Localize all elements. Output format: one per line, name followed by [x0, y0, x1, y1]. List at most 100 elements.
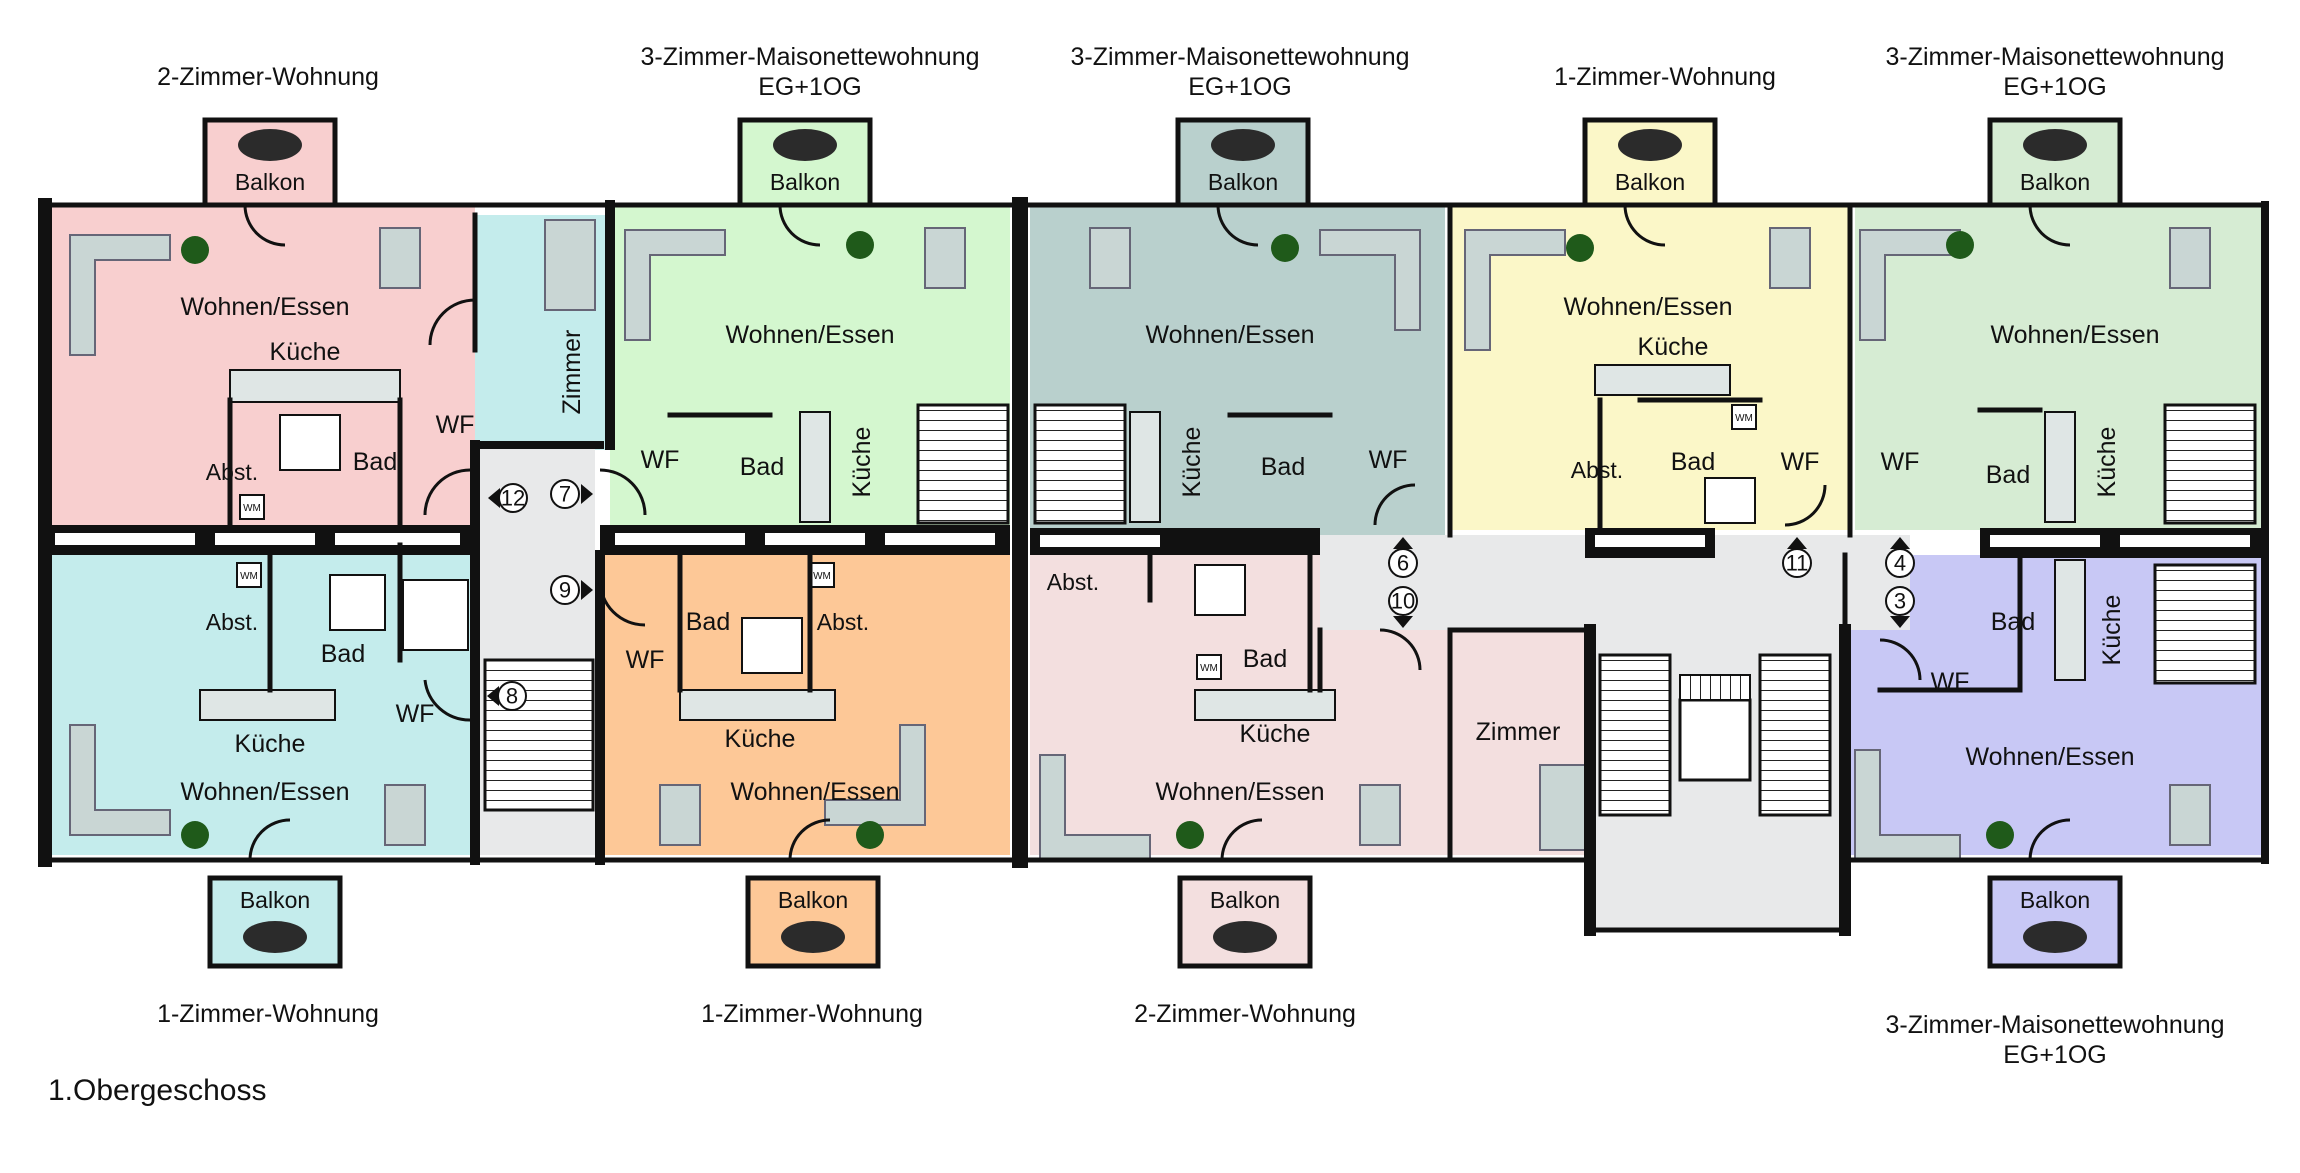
kitchen-counters	[199, 364, 2086, 721]
shower	[1194, 564, 1246, 616]
room-label-bad: Bad	[1991, 608, 2035, 636]
door-arc	[788, 818, 831, 861]
wm	[239, 494, 265, 520]
unit-titles: 2-Zimmer-Wohnung 3-Zimmer-Maisonettewohn…	[157, 43, 2224, 1069]
room-label-bad: Bad	[321, 640, 365, 668]
stair-core-top	[1679, 674, 1751, 701]
counter	[1594, 364, 1731, 396]
room-label-wf: WF	[396, 700, 435, 728]
plant-icon	[1946, 231, 1974, 259]
room-label-balkon: Balkon	[2020, 887, 2090, 913]
counter	[799, 411, 831, 523]
table-icon	[781, 921, 845, 953]
shower	[329, 574, 386, 631]
arrow-up-icon	[1787, 537, 1807, 549]
window	[615, 533, 745, 545]
counter	[199, 689, 336, 721]
door-arc	[1879, 638, 1922, 681]
shower	[1704, 477, 1756, 524]
door-number: 10	[1391, 589, 1415, 614]
door-marker-4: 4	[1885, 537, 1915, 578]
wm-label: WM	[813, 571, 831, 582]
walls	[38, 197, 2269, 936]
door-number: 3	[1894, 589, 1906, 614]
table-icon	[2023, 129, 2087, 161]
room-labels: Balkon Balkon Balkon Balkon Balkon Balko…	[180, 169, 2159, 913]
unit-title-top-2-line1: 3-Zimmer-Maisonettewohnung	[640, 43, 979, 71]
room-label-kueche: Küche	[725, 725, 796, 753]
stair-core-right	[1758, 653, 1832, 817]
door-number: 6	[1397, 551, 1409, 576]
plant-icon	[1566, 234, 1594, 262]
table-icon	[773, 129, 837, 161]
door-arc	[1373, 483, 1416, 526]
counter	[1129, 411, 1161, 523]
door-marker-6: 6	[1388, 537, 1418, 578]
door-arc	[2028, 204, 2071, 247]
floor-label: 1.Obergeschoss	[48, 1074, 266, 1107]
shower	[279, 414, 341, 471]
door-number: 11	[1786, 551, 1809, 576]
door-arc	[423, 468, 471, 516]
unit-title-top-4: 1-Zimmer-Wohnung	[1554, 63, 1776, 91]
table-icon	[1211, 129, 1275, 161]
table-icon	[238, 129, 302, 161]
doors	[243, 204, 2071, 861]
dining-table-icon	[659, 784, 701, 846]
room-label-kueche: Küche	[270, 338, 341, 366]
room-label-wf: WF	[1931, 668, 1970, 696]
room-label-wohnen-essen: Wohnen/Essen	[1990, 321, 2159, 349]
door-arc	[428, 298, 476, 346]
bath-fixtures	[236, 404, 1757, 680]
window	[885, 533, 995, 545]
plant-icon	[856, 821, 884, 849]
counter	[679, 689, 836, 721]
counter	[1194, 689, 1336, 721]
plant-icon	[846, 231, 874, 259]
room-label-balkon: Balkon	[2020, 169, 2090, 195]
door-arc	[2028, 818, 2071, 861]
room-label-abst: Abst.	[206, 459, 258, 485]
stair-left-hall	[483, 658, 595, 812]
door-number: 12	[501, 486, 525, 511]
door-arc	[1784, 484, 1827, 527]
marker-circle	[1885, 586, 1915, 616]
door-arc	[1623, 204, 1666, 247]
table-icon	[1618, 129, 1682, 161]
arrow-down-icon	[1393, 616, 1413, 628]
door-marker-3: 3	[1885, 586, 1915, 628]
room-label-bad: Bad	[1243, 645, 1287, 673]
door-arc	[243, 204, 286, 247]
unit-title-bottom-4-line2: EG+1OG	[2003, 1041, 2107, 1069]
window	[1990, 535, 2100, 547]
room-label-abst: Abst.	[817, 609, 869, 635]
room-label-wf: WF	[641, 446, 680, 474]
unit-title-top-3-line1: 3-Zimmer-Maisonettewohnung	[1070, 43, 1409, 71]
marker-circle	[550, 479, 580, 509]
stair-core-landing	[1678, 698, 1752, 782]
stair-core-left	[1598, 653, 1672, 817]
dining-table-icon	[1769, 227, 1811, 289]
unit-fills	[45, 205, 2265, 930]
unit-title-top-1: 2-Zimmer-Wohnung	[157, 63, 379, 91]
unit-title-top-3-line2: EG+1OG	[1188, 73, 1292, 101]
table-icon	[2023, 921, 2087, 953]
dining-table-icon	[384, 784, 426, 846]
balcony-tables	[238, 129, 2087, 953]
room-label-bad: Bad	[1261, 453, 1305, 481]
room-label-zimmer: Zimmer	[1476, 718, 1561, 746]
room-label-wohnen-essen: Wohnen/Essen	[1155, 778, 1324, 806]
room-label-bad: Bad	[1986, 461, 2030, 489]
room-label-balkon: Balkon	[1615, 169, 1685, 195]
room-label-balkon: Balkon	[235, 169, 305, 195]
door-arc	[1379, 628, 1422, 671]
plant-icon	[1176, 821, 1204, 849]
sofa-icon	[824, 724, 926, 826]
door-markers: 12 7 9 8 6 10 11	[487, 479, 1915, 711]
marker-circle	[1782, 548, 1812, 578]
unit-title-top-2-line2: EG+1OG	[758, 73, 862, 101]
room-label-wohnen-essen: Wohnen/Essen	[180, 778, 349, 806]
door-marker-11: 11	[1782, 537, 1812, 578]
door-number: 4	[1894, 551, 1906, 576]
stair-top-3	[1033, 403, 1127, 525]
